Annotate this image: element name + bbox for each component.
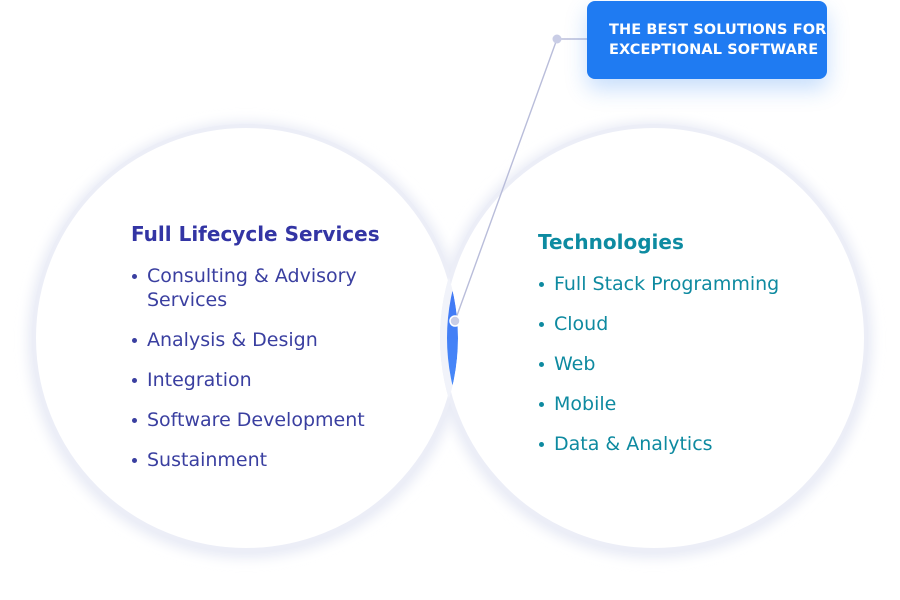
left-list-item: Analysis & Design [131,328,401,352]
right-list-item: Data & Analytics [538,432,828,456]
left-list: Consulting & Advisory Services Analysis … [131,264,401,472]
connector-dot-callout [552,34,562,44]
callout-line-2: EXCEPTIONAL SOFTWARE [609,42,819,58]
left-group-title: Full Lifecycle Services [131,222,380,246]
left-group: Full Lifecycle Services Consulting & Adv… [131,222,401,488]
left-list-item: Consulting & Advisory Services [131,264,401,312]
connector-dot-lens [449,315,461,327]
left-list-item: Sustainment [131,448,401,472]
right-list-item: Cloud [538,312,828,336]
left-list-item: Software Development [131,408,401,432]
right-list-item: Web [538,352,828,376]
left-list-item: Integration [131,368,401,392]
right-group-title: Technologies [538,230,684,254]
right-list: Full Stack Programming Cloud Web Mobile … [538,272,828,456]
callout-box: THE BEST SOLUTIONS FOR EXCEPTIONAL SOFTW… [587,1,827,79]
callout-line-1: THE BEST SOLUTIONS FOR [609,22,827,38]
right-group: Technologies Full Stack Programming Clou… [538,230,828,472]
right-list-item: Mobile [538,392,828,416]
right-list-item: Full Stack Programming [538,272,828,296]
